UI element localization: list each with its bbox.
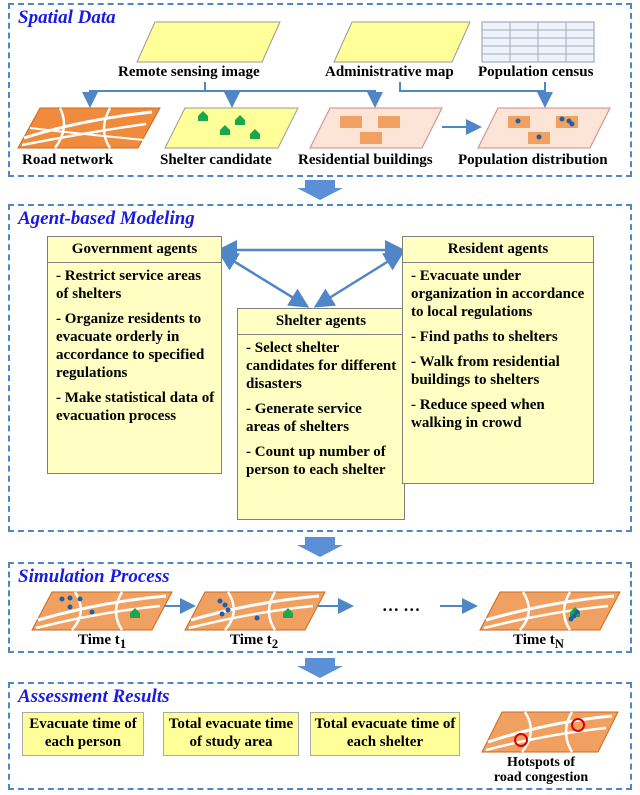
gov-shelter-arrow bbox=[217, 251, 310, 308]
shelter-item: - Count up number of person to each shel… bbox=[246, 444, 386, 478]
assessment-title: Assessment Results bbox=[18, 686, 170, 707]
residential-buildings-image bbox=[309, 107, 443, 149]
sim-map-t1 bbox=[31, 591, 173, 631]
abm-section: Agent-based Modeling bbox=[8, 204, 632, 532]
resident-agents-title: Resident agents bbox=[403, 237, 593, 263]
population-census-label: Population census bbox=[478, 64, 594, 80]
shelter-item: - Select shelter candidates for differen… bbox=[246, 340, 397, 392]
shelter-candidate-image bbox=[164, 107, 299, 149]
admin-map-label: Administrative map bbox=[325, 64, 454, 80]
road-network-image bbox=[17, 107, 161, 149]
resident-shelter-arrow bbox=[313, 251, 405, 308]
shelter-candidate-label: Shelter candidate bbox=[160, 152, 272, 168]
shelter-agents-box: Shelter agents - Select shelter candidat… bbox=[237, 308, 405, 520]
government-item: - Make statistical data of evacuation pr… bbox=[56, 390, 215, 424]
population-census-table bbox=[481, 21, 595, 63]
shelter-agents-title: Shelter agents bbox=[238, 309, 404, 335]
sim-map-t2 bbox=[184, 591, 326, 631]
shelter-item: - Generate service areas of shelters bbox=[246, 401, 362, 435]
hotspots-map bbox=[481, 711, 619, 753]
government-item: - Restrict service areas of shelters bbox=[56, 268, 202, 302]
down-arrow-3 bbox=[297, 658, 343, 678]
assessment-section: Assessment Results bbox=[8, 682, 632, 790]
resident-item: - Evacuate under organization in accorda… bbox=[411, 268, 585, 320]
resident-item: - Find paths to shelters bbox=[411, 329, 558, 345]
road-network-label: Road network bbox=[22, 152, 114, 168]
time-tn-label: Time tN bbox=[513, 632, 564, 651]
simulation-title: Simulation Process bbox=[18, 566, 170, 587]
down-arrow-1 bbox=[297, 180, 343, 200]
hotspots-label: Hotspots of road congestion bbox=[493, 755, 589, 785]
remote-sensing-label: Remote sensing image bbox=[118, 64, 260, 80]
administrative-map bbox=[333, 21, 471, 63]
admin-map-connector bbox=[399, 82, 553, 108]
resident-item: - Reduce speed when walking in crowd bbox=[411, 397, 545, 431]
ellipsis-label: … … bbox=[382, 596, 421, 615]
time-t2-label: Time t2 bbox=[230, 632, 279, 651]
result-total-time-study-area: Total evacuate time of study area bbox=[163, 712, 299, 756]
abm-title: Agent-based Modeling bbox=[18, 208, 195, 229]
result-total-time-shelter: Total evacuate time of each shelter bbox=[310, 712, 460, 756]
down-arrow-2 bbox=[297, 537, 343, 557]
government-agents-box: Government agents - Restrict service are… bbox=[47, 236, 222, 474]
result-evacuate-time-person: Evacuate time of each person bbox=[22, 712, 144, 756]
government-agents-title: Government agents bbox=[48, 237, 221, 263]
spatial-data-title: Spatial Data bbox=[18, 7, 116, 28]
resident-agents-box: Resident agents - Evacuate under organiz… bbox=[402, 236, 594, 484]
spatial-data-section: Spatial Data bbox=[8, 3, 632, 177]
sim-map-tn bbox=[479, 591, 621, 631]
remote-sensing-connector bbox=[82, 82, 206, 108]
remote-sensing-image bbox=[136, 21, 281, 63]
government-item: - Organize residents to evacuate orderly… bbox=[56, 311, 205, 381]
time-t1-label: Time t1 bbox=[78, 632, 127, 651]
population-distribution-image bbox=[477, 107, 611, 149]
population-distribution-label: Population distribution bbox=[458, 152, 608, 168]
resident-item: - Walk from residential buildings to she… bbox=[411, 354, 560, 388]
simulation-section: Simulation Process bbox=[8, 562, 632, 653]
residential-buildings-label: Residential buildings bbox=[298, 152, 433, 168]
